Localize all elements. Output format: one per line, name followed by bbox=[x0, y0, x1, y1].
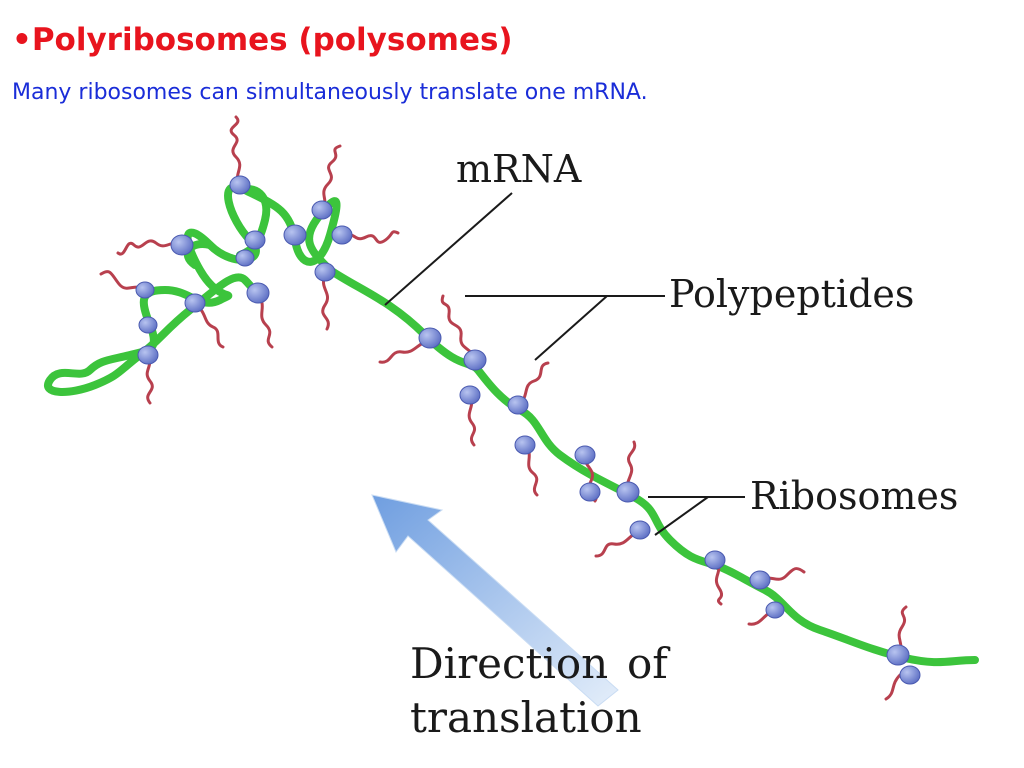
ribosome bbox=[765, 601, 785, 619]
mrna-leader-line bbox=[384, 192, 513, 306]
ribosome bbox=[418, 327, 442, 349]
polypeptide-chain bbox=[340, 230, 400, 244]
ribosome bbox=[704, 550, 726, 570]
ribosome bbox=[283, 224, 307, 246]
direction-label-word2: of bbox=[627, 639, 671, 688]
polypeptide-chains bbox=[99, 115, 908, 701]
mrna-label: mRNA bbox=[456, 147, 582, 191]
ribosome bbox=[170, 234, 194, 256]
ribosome bbox=[229, 175, 251, 195]
leader-lines bbox=[384, 192, 745, 536]
ribosome bbox=[137, 345, 159, 365]
ribosome bbox=[463, 349, 487, 371]
slide-title: •Polyribosomes (polysomes) bbox=[12, 22, 513, 58]
ribosome bbox=[138, 316, 158, 334]
polypeptide-chain bbox=[378, 338, 432, 364]
ribosome bbox=[135, 281, 155, 299]
ribosome bbox=[899, 665, 921, 685]
polypeptide-chain bbox=[116, 239, 184, 256]
title-bullet: • bbox=[12, 22, 32, 58]
polypeptide-chain bbox=[440, 294, 477, 362]
polypeptide-chain bbox=[594, 528, 642, 558]
ribosome bbox=[579, 482, 601, 502]
polypeptide-chain bbox=[256, 293, 274, 349]
ribosomes-leader-line bbox=[648, 496, 745, 536]
ribosomes-label: Ribosomes bbox=[750, 474, 958, 518]
ribosome bbox=[311, 200, 333, 220]
ribosome bbox=[184, 293, 206, 313]
ribosome bbox=[514, 435, 536, 455]
ribosome bbox=[574, 445, 596, 465]
polypeptides-label: Polypeptides bbox=[669, 272, 914, 316]
ribosome bbox=[507, 395, 529, 415]
mrna-cluster bbox=[44, 183, 341, 396]
slide-subtitle: Many ribosomes can simultaneously transl… bbox=[12, 80, 648, 105]
ribosome bbox=[246, 282, 270, 304]
polypeptide-chain bbox=[321, 273, 330, 331]
ribosome bbox=[749, 570, 771, 590]
direction-label-word1: Direction bbox=[410, 639, 608, 688]
ribosomes bbox=[135, 175, 921, 685]
direction-label-line2: translation bbox=[410, 693, 642, 742]
ribosome bbox=[244, 230, 266, 250]
polypeptide-chain bbox=[229, 115, 242, 187]
ribosome bbox=[886, 644, 910, 666]
polypeptides-leader-line bbox=[465, 295, 665, 361]
polypeptide-chain bbox=[193, 303, 225, 349]
ribosome bbox=[331, 225, 353, 245]
ribosome bbox=[629, 520, 651, 540]
ribosome bbox=[459, 385, 481, 405]
title-text: Polyribosomes (polysomes) bbox=[31, 22, 513, 58]
polypeptide-chain bbox=[320, 144, 342, 212]
ribosome bbox=[616, 481, 640, 503]
polypeptide-chain bbox=[516, 361, 550, 407]
ribosome bbox=[235, 249, 255, 267]
polypeptide-chain bbox=[884, 673, 902, 701]
ribosome bbox=[314, 262, 336, 282]
direction-arrow bbox=[371, 494, 619, 707]
